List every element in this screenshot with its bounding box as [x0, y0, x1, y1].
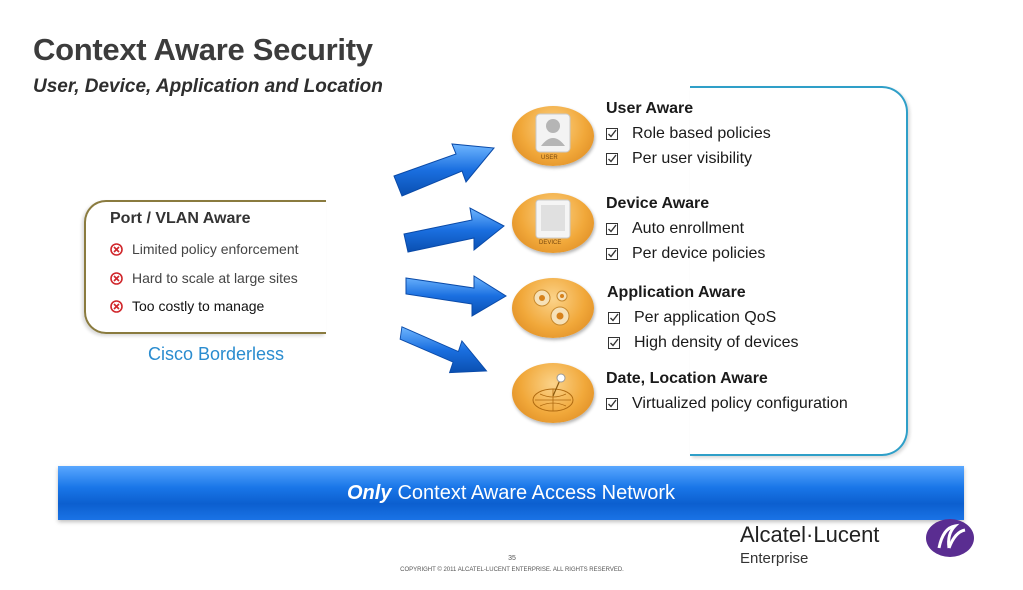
check-item: Virtualized policy configuration	[606, 395, 848, 413]
left-item: Hard to scale at large sites	[110, 270, 298, 286]
arrow-icon	[399, 326, 488, 374]
check-item-label: Auto enrollment	[632, 220, 745, 237]
user-silhouette	[535, 113, 571, 153]
checkbox-icon	[606, 248, 618, 260]
alcatel-lucent-logo-icon	[926, 519, 974, 557]
company-logo-name: Alcatel·Lucent	[740, 522, 880, 547]
left-item: Limited policy enforcement	[110, 241, 299, 257]
check-item-label: Virtualized policy configuration	[632, 395, 848, 412]
check-item: Role based policies	[606, 125, 771, 143]
page-number: 35	[508, 555, 516, 562]
gears-shape	[533, 289, 570, 326]
slide-title: Context Aware Security	[33, 32, 373, 67]
section-heading: Device Aware	[606, 195, 710, 212]
banner-bar	[58, 466, 964, 520]
slide-subtitle: User, Device, Application and Location	[33, 76, 383, 97]
checkbox-icon	[606, 398, 618, 410]
check-item: Per application QoS	[608, 309, 776, 327]
arrow-icon	[403, 207, 505, 253]
checkbox-icon	[608, 312, 620, 324]
left-item: Too costly to manage	[110, 298, 264, 314]
left-panel-heading: Port / VLAN Aware	[110, 210, 251, 227]
banner-label: Context Aware Access Network	[397, 481, 675, 504]
check-item-label: Per user visibility	[632, 150, 753, 167]
checkbox-icon	[606, 153, 618, 165]
cisco-borderless-label: Cisco Borderless	[148, 344, 285, 364]
check-item-label: Per device policies	[632, 245, 766, 262]
section-heading: Application Aware	[607, 284, 746, 301]
x-circle-icon	[110, 242, 123, 256]
arrow-icon	[393, 143, 495, 197]
checkbox-icon	[606, 128, 618, 140]
device-square	[535, 199, 571, 239]
check-item: Auto enrollment	[606, 220, 744, 238]
company-logo-sub: Enterprise	[740, 550, 809, 567]
port-vlan-panel	[84, 200, 326, 334]
arrow-icon	[405, 275, 507, 317]
user-icon-label: USER	[541, 155, 558, 161]
banner-text: Only Context Aware Access Network	[58, 466, 964, 520]
section-heading: Date, Location Aware	[606, 370, 768, 387]
x-circle-icon	[110, 299, 123, 313]
device-icon-label: DEVICE	[539, 240, 562, 246]
gears-icon	[512, 278, 594, 338]
left-item-label: Hard to scale at large sites	[132, 270, 298, 286]
left-item-label: Limited policy enforcement	[132, 241, 299, 257]
aware-bracket	[690, 86, 908, 456]
left-item-label: Too costly to manage	[132, 298, 265, 314]
banner-emphasis: Only	[347, 481, 392, 504]
check-item: Per user visibility	[606, 150, 752, 168]
checkbox-icon	[608, 337, 620, 349]
check-item-label: Role based policies	[632, 125, 771, 142]
globe-pin-shape	[532, 373, 574, 412]
copyright-text: COPYRIGHT © 2011 ALCATEL-LUCENT ENTERPRI…	[400, 567, 624, 573]
section-heading: User Aware	[606, 100, 694, 117]
check-item-label: High density of devices	[634, 334, 799, 351]
checkbox-icon	[606, 223, 618, 235]
x-circle-icon	[110, 271, 123, 285]
check-item-label: Per application QoS	[634, 309, 777, 326]
check-item: Per device policies	[606, 245, 765, 263]
check-item: High density of devices	[608, 334, 799, 352]
